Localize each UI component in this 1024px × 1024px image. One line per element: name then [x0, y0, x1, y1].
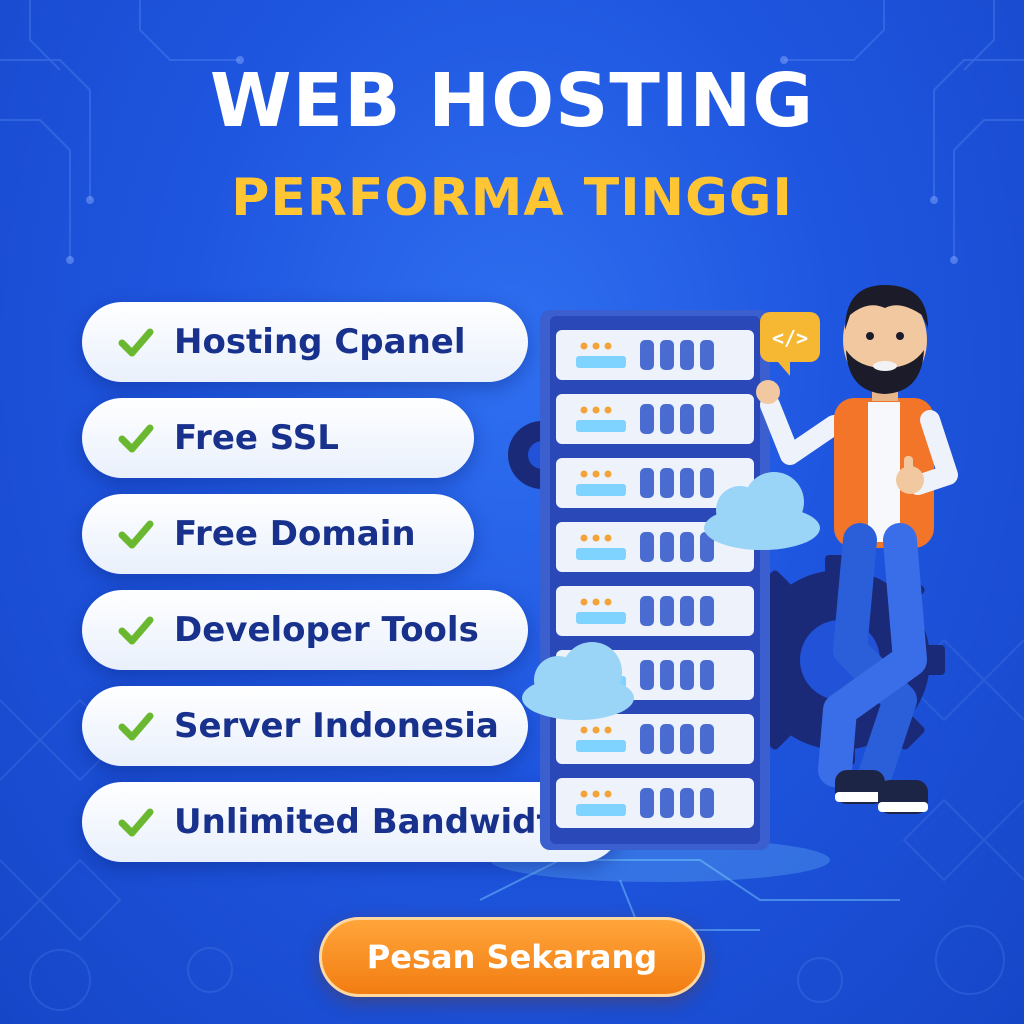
subheadline: PERFORMA TINGGI [231, 168, 793, 228]
check-icon [118, 520, 154, 549]
cloud-icon [704, 472, 820, 550]
server-illustration: </> [508, 285, 958, 850]
order-now-button[interactable]: Pesan Sekarang [319, 917, 705, 997]
feature-label: Server Indonesia [174, 706, 499, 746]
feature-item-server-indonesia: Server Indonesia [82, 686, 528, 766]
code-badge-text: </> [772, 326, 808, 350]
code-icon: </> [760, 312, 820, 376]
feature-label: Developer Tools [174, 610, 479, 650]
server-rack-icon [540, 310, 770, 850]
headline: WEB HOSTING [209, 58, 815, 144]
feature-item-free-ssl: Free SSL [82, 398, 474, 478]
check-icon [118, 328, 154, 357]
check-icon [118, 424, 154, 453]
feature-label: Free Domain [174, 514, 416, 554]
check-icon [118, 808, 154, 837]
check-icon [118, 616, 154, 645]
feature-item-unlimited-bandwidth: Unlimited Bandwidth [82, 782, 622, 862]
order-now-label: Pesan Sekarang [366, 938, 658, 976]
check-icon [118, 712, 154, 741]
feature-item-developer-tools: Developer Tools [82, 590, 528, 670]
feature-item-free-domain: Free Domain [82, 494, 474, 574]
feature-item-hosting-cpanel: Hosting Cpanel [82, 302, 528, 382]
cloud-icon [522, 642, 634, 720]
developer-character [756, 285, 958, 814]
feature-label: Hosting Cpanel [174, 322, 466, 362]
feature-label: Free SSL [174, 418, 339, 458]
feature-label: Unlimited Bandwidth [174, 802, 577, 842]
